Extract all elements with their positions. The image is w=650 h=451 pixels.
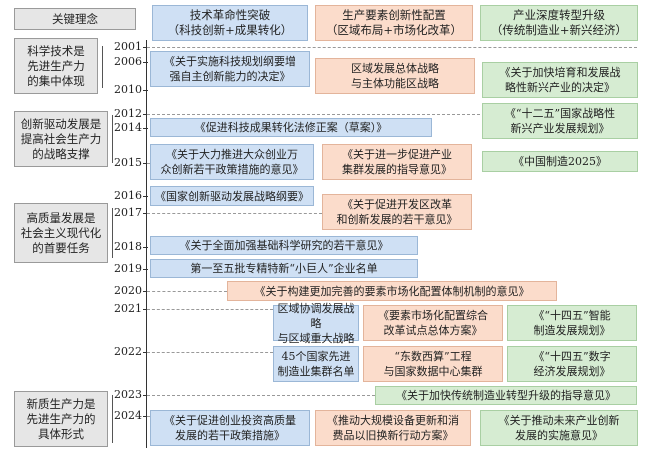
policy-equipment-renewal-2024: 《推动大规模设备更新和消 费品以旧换新行动方案》 [315, 410, 471, 446]
tick [143, 128, 148, 129]
policy-tech-transfer-law-2014: 《促进科技成果转化法修正案（草案）》 [150, 118, 432, 137]
connector-2023 [147, 395, 375, 396]
year-2023: 2023 [114, 388, 142, 401]
year-2019: 2019 [114, 262, 142, 275]
policy-regional-coordination-2021: 区域协调发展战略 与区域重大战略 [273, 302, 359, 345]
year-2015: 2015 [114, 156, 142, 169]
policy-basic-science-2018: 《关于全面加强基础科学研究的若干意见》 [150, 236, 418, 255]
policy-digital-economy-2022: 《“十四五”数字 经济发展规划》 [507, 346, 637, 382]
year-2006: 2006 [114, 55, 142, 68]
concept-high-quality-development: 高质量发展是 社会主义现代化 的首要任务 [14, 203, 108, 263]
connector-2017 [147, 213, 322, 214]
bracket-3 [112, 208, 113, 258]
tick [143, 90, 148, 91]
policy-innovation-strategy-2016: 《国家创新驱动发展战略纲要》 [150, 186, 314, 206]
tick [143, 416, 148, 417]
concept-new-quality-productivity: 新质生产力是 先进生产力的 具体形式 [14, 391, 108, 447]
policy-mass-entrepreneurship-2015: 《关于大力推进大众创业万 众创新若干政策措施的意见》 [150, 144, 314, 180]
bracket-4 [112, 395, 113, 443]
tick [143, 47, 148, 48]
timeline-axis [146, 40, 147, 448]
connector-2024 [147, 416, 152, 417]
policy-venture-capital-2024: 《关于促进创业投资高质量 发展的若干政策措施》 [150, 410, 310, 446]
concept-innovation-driven: 创新驱动发展是 提高社会生产力 的战略支撑 [14, 111, 108, 167]
policy-smart-manufacturing-2021: 《“十四五”智能 制造发展规划》 [507, 305, 637, 341]
year-2022: 2022 [114, 345, 142, 358]
year-2001: 2001 [114, 40, 142, 53]
tick [143, 196, 148, 197]
connector-2015 [147, 163, 152, 164]
year-2014: 2014 [114, 121, 142, 134]
header-industry-upgrade: 产业深度转型升级 （传统制造业+新兴经济） [480, 5, 638, 41]
tick [143, 247, 148, 248]
tick [143, 114, 148, 115]
tick [143, 213, 148, 214]
policy-future-industries-2024: 《关于推动未来产业创新 发展的实施意见》 [480, 410, 638, 446]
policy-12th-five-year-plan-2012: 《“十二五”国家战略性 新兴产业发展规划》 [482, 103, 638, 139]
connector-2022 [147, 352, 273, 353]
tick [143, 269, 148, 270]
connector-2020 [147, 291, 227, 292]
header-factor-allocation: 生产要素创新性配置 （区域布局+市场化改革） [315, 5, 473, 41]
policy-tech-plan-decision-2006: 《关于实施科技规划纲要增 强自主创新能力的决定》 [150, 51, 310, 87]
tick [143, 291, 148, 292]
year-2018: 2018 [114, 240, 142, 253]
year-2024: 2024 [114, 409, 142, 422]
policy-industrial-clusters-2015: 《关于进一步促进产业 集群发展的指导意见》 [322, 144, 472, 180]
concept-science-technology: 科学技术是 先进生产力 的集中体现 [14, 38, 98, 94]
policy-little-giants-2019: 第一至五批专精特新“小巨人”企业名单 [150, 259, 418, 278]
policy-factor-market-2020: 《关于构建更加完善的要素市场化配置体制机制的意见》 [227, 281, 557, 301]
policy-factor-reform-pilot-2021: 《要素市场化配置综合 改革试点总体方案》 [363, 305, 503, 341]
policy-traditional-manufacturing-2023: 《关于加快传统制造业转型升级的指导意见》 [375, 386, 637, 405]
connector-2001 [147, 47, 637, 48]
year-2016: 2016 [114, 189, 142, 202]
year-2010: 2010 [114, 83, 142, 96]
year-2017: 2017 [114, 206, 142, 219]
bracket-1 [102, 46, 103, 88]
bracket-2 [112, 115, 113, 163]
year-2012: 2012 [114, 107, 142, 120]
tick [143, 163, 148, 164]
connector-2021 [147, 309, 273, 310]
tick [143, 62, 148, 63]
policy-regional-strategy-2010: 区域发展总体战略 与主体功能区战略 [315, 58, 475, 94]
policy-east-data-west-compute-2022: “东数西算”工程 与国家数据中心集群 [363, 346, 503, 382]
year-2021: 2021 [114, 302, 142, 315]
year-2020: 2020 [114, 284, 142, 297]
policy-made-in-china-2025: 《中国制造2025》 [482, 151, 638, 172]
tick [143, 309, 148, 310]
policy-development-zones-2017: 《关于促进开发区改革 和创新发展的若干意见》 [322, 194, 472, 230]
policy-emerging-industries-2010: 《关于加快培育和发展战 略性新兴产业的决定》 [482, 62, 638, 98]
header-tech-breakthrough: 技术革命性突破 （科技创新+成果转化） [152, 5, 308, 41]
policy-manufacturing-clusters-2022: 45个国家先进 制造业集群名单 [273, 346, 359, 382]
tick [143, 395, 148, 396]
tick [143, 352, 148, 353]
concept-header: 关键理念 [14, 8, 136, 30]
connector-2012 [147, 114, 480, 115]
